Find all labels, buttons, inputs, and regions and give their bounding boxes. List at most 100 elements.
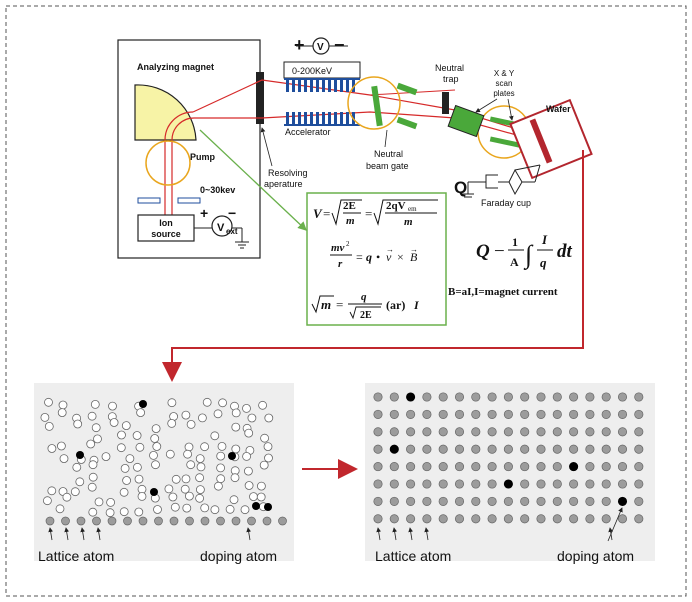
- lattice-atom: [123, 516, 132, 526]
- svg-text:q: q: [366, 250, 372, 264]
- svg-text:=: =: [365, 206, 372, 221]
- accelerator-electrode: [298, 80, 301, 92]
- amorphous-atom: [242, 403, 251, 413]
- lattice-atom: [569, 496, 579, 506]
- amorphous-atom: [153, 505, 162, 514]
- accelerator-electrode: [304, 112, 307, 124]
- wafer-label: Wafer: [546, 104, 571, 114]
- accelerator-electrode: [310, 80, 313, 92]
- amorphous-atom: [195, 485, 205, 495]
- lattice-atom: [154, 516, 163, 526]
- beam-in-magnet: [164, 111, 194, 232]
- svg-text:q: q: [540, 255, 547, 270]
- accelerator-electrode: [328, 80, 331, 92]
- scan-plates-label-2: scan: [496, 79, 513, 88]
- svg-text:I: I: [413, 298, 420, 312]
- lattice-atom: [438, 479, 448, 489]
- doping-atom: [569, 462, 579, 472]
- svg-text:I: I: [541, 232, 548, 247]
- svg-text:→: →: [410, 245, 418, 254]
- lattice-atom: [601, 427, 611, 437]
- amorphous-atom: [116, 443, 126, 453]
- lattice-atom: [617, 444, 628, 454]
- amorphous-atom: [210, 431, 220, 441]
- amorphous-atom: [217, 441, 227, 451]
- amorphous-atom: [264, 413, 274, 423]
- lattice-atom: [454, 427, 465, 437]
- lattice-atom: [487, 496, 497, 506]
- svg-text:em: em: [408, 205, 417, 213]
- amorphous-atom: [94, 497, 104, 507]
- accelerator-electrode: [316, 112, 319, 124]
- amorphous-atom: [216, 474, 226, 484]
- neutral-trap-plate: [442, 92, 449, 114]
- lattice-atom: [471, 444, 481, 454]
- lattice-atom: [520, 444, 530, 454]
- lattice-atom: [585, 462, 595, 472]
- amorphous-atom: [87, 411, 97, 421]
- lattice-atom: [536, 462, 546, 472]
- amorphous-atom: [186, 460, 196, 470]
- lattice-atom: [389, 392, 399, 402]
- lattice-atom: [585, 514, 595, 524]
- lattice-atom: [601, 514, 611, 524]
- svg-text:2: 2: [346, 240, 350, 248]
- svg-text:1: 1: [512, 235, 518, 249]
- amorphous-atom: [181, 474, 191, 484]
- amorphous-atom: [264, 453, 273, 463]
- before-implant-panel: [34, 383, 294, 561]
- lattice-atom: [438, 514, 448, 524]
- ion-source-label-2: source: [151, 229, 181, 239]
- lattice-atom: [471, 462, 481, 472]
- amorphous-atom: [62, 492, 72, 502]
- amorphous-atom: [216, 451, 226, 461]
- lattice-atom: [617, 514, 628, 524]
- amorphous-atom: [58, 400, 68, 410]
- amorphous-atom: [247, 413, 257, 423]
- lattice-atom: [373, 462, 383, 472]
- lattice-atom: [552, 427, 562, 437]
- lattice-atom: [503, 427, 513, 437]
- amorphous-atom: [47, 444, 57, 453]
- amorphous-atom: [151, 460, 160, 470]
- lattice-atom: [634, 427, 644, 437]
- lattice-atom: [438, 427, 448, 437]
- svg-text:•: •: [376, 250, 380, 264]
- lattice-atom: [389, 462, 399, 472]
- svg-text:=: =: [356, 250, 363, 264]
- amorphous-atom: [230, 473, 240, 483]
- lattice-atom: [422, 444, 432, 454]
- amorphous-atom: [106, 497, 115, 507]
- amorphous-atom: [164, 484, 174, 494]
- lattice-atom: [422, 392, 432, 402]
- amorphous-atom: [137, 491, 147, 501]
- lattice-atom: [585, 392, 595, 402]
- accelerator-electrode: [286, 112, 289, 124]
- lattice-atom: [601, 496, 611, 506]
- lattice-atom: [536, 479, 546, 489]
- lattice-atom: [552, 409, 562, 419]
- accelerator-electrode: [286, 80, 289, 92]
- lattice-atom: [569, 444, 579, 454]
- lattice-atom: [585, 427, 595, 437]
- amorphous-atom: [132, 462, 142, 472]
- lattice-atom: [454, 444, 465, 454]
- neutral-trap-label-1: Neutral: [435, 63, 464, 73]
- accelerator-voltage-label: 0-200KeV: [292, 66, 332, 76]
- accel-minus: −: [334, 35, 345, 55]
- lattice-atom: [454, 496, 465, 506]
- svg-text:2qV: 2qV: [386, 200, 406, 212]
- lattice-atom: [617, 462, 628, 472]
- lattice-atom: [503, 514, 513, 524]
- lattice-atom: [406, 462, 416, 472]
- lattice-atom: [552, 514, 562, 524]
- amorphous-atom: [43, 496, 52, 506]
- equations-box: V = 2E m = 2qV em m mv 2 r = q • v → × B: [306, 192, 447, 326]
- amorphous-atom: [109, 418, 119, 427]
- svg-text:V: V: [313, 206, 323, 221]
- lattice-atom: [389, 479, 399, 489]
- svg-text:m: m: [404, 216, 413, 228]
- lattice-atom: [471, 409, 481, 419]
- accelerator-electrode: [322, 80, 325, 92]
- lattice-atom: [634, 514, 644, 524]
